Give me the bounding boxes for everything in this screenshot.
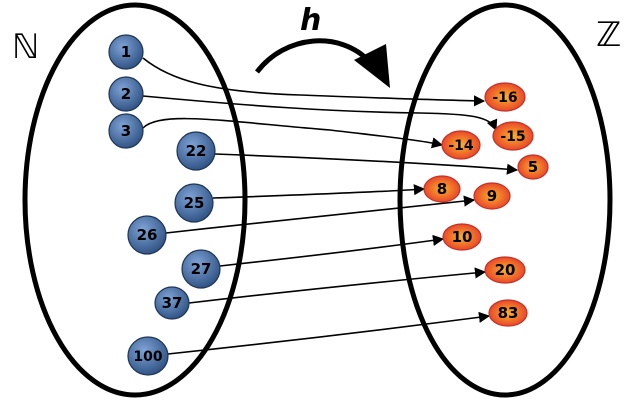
codomain-node-circle [441,130,481,160]
domain-node-label: 3 [121,122,131,140]
domain-node: 27 [181,249,221,289]
domain-node-label: 1 [121,43,131,61]
domain-node: 100 [127,336,169,376]
codomain-node-circle [423,175,461,203]
mapping-arrow-100-to-83 [167,311,491,355]
domain-node-label: 26 [137,226,158,244]
domain-node: 25 [174,183,214,223]
domain-node-circle [108,76,144,112]
domain-node-circle [108,34,144,70]
codomain-node-label: 83 [498,304,519,322]
codomain-node-label: 9 [487,187,497,205]
codomain-node: 10 [442,223,482,251]
codomain-set-label: ℤ [596,15,621,55]
codomain-node: -15 [492,121,534,151]
mapping-arrow-3-to--14 [142,117,444,149]
mapping-arrow-27-to-10 [219,234,445,267]
codomain-node-label: 5 [528,158,538,176]
domain-node-label: 25 [184,194,205,212]
codomain-node-label: 10 [452,228,473,246]
domain-node-circle [181,249,221,289]
mapping-arrow-37-to-20 [188,267,487,304]
domain-node: 3 [108,113,144,149]
domain-node: 1 [108,34,144,70]
domain-set-ellipse [22,2,248,398]
codomain-node: -16 [484,82,526,112]
codomain-node-label: 20 [495,261,516,279]
mapping-arrow-22-to-5 [214,153,519,175]
domain-node: 37 [154,286,190,320]
function-arc [255,38,372,74]
function-arrowhead [354,44,390,88]
domain-node-circle [127,215,167,255]
codomain-node-circle [484,256,526,284]
mapping-arrow-26-to-9 [165,195,476,234]
domain-node-circle [154,286,190,320]
function-label: h [300,3,321,38]
codomain-node: 20 [484,256,526,284]
codomain-node: 9 [473,182,511,210]
codomain-node: 83 [488,299,528,327]
codomain-node-label: 8 [437,180,447,198]
domain-node: 2 [108,76,144,112]
domain-node-label: 37 [162,294,183,312]
domain-node-circle [108,113,144,149]
domain-node-label: 22 [186,142,207,160]
mapping-arrow-25-to-8 [212,184,426,199]
codomain-node-circle [473,182,511,210]
domain-node-label: 100 [133,349,162,365]
domain-node-circle [127,336,169,376]
codomain-node-label: -15 [500,129,525,145]
domain-node-label: 2 [121,85,131,103]
codomain-node-label: -16 [492,90,517,106]
codomain-node-circle [517,154,549,180]
codomain-node-circle [492,121,534,151]
mapping-arrow-2-to--15 [142,95,498,132]
codomain-node: 5 [517,154,549,180]
codomain-node-circle [442,223,482,251]
domain-node: 26 [127,215,167,255]
domain-node-circle [176,131,216,171]
codomain-node: -14 [441,130,481,160]
domain-nodes: 1 2 3 22 25 26 27 37 100 [108,34,221,376]
codomain-node-circle [484,82,526,112]
domain-set-label: ℕ [12,27,39,67]
domain-node: 22 [176,131,216,171]
codomain-node-label: -14 [448,138,474,154]
domain-node-circle [174,183,214,223]
codomain-nodes: -16 -15 -14 5 8 9 10 20 83 [423,82,549,327]
domain-node-label: 27 [191,260,212,278]
mapping-arrow-1-to--16 [142,57,486,107]
mapping-arrows [142,57,519,355]
codomain-node-circle [488,299,528,327]
codomain-set-ellipse [397,2,613,398]
codomain-node: 8 [423,175,461,203]
